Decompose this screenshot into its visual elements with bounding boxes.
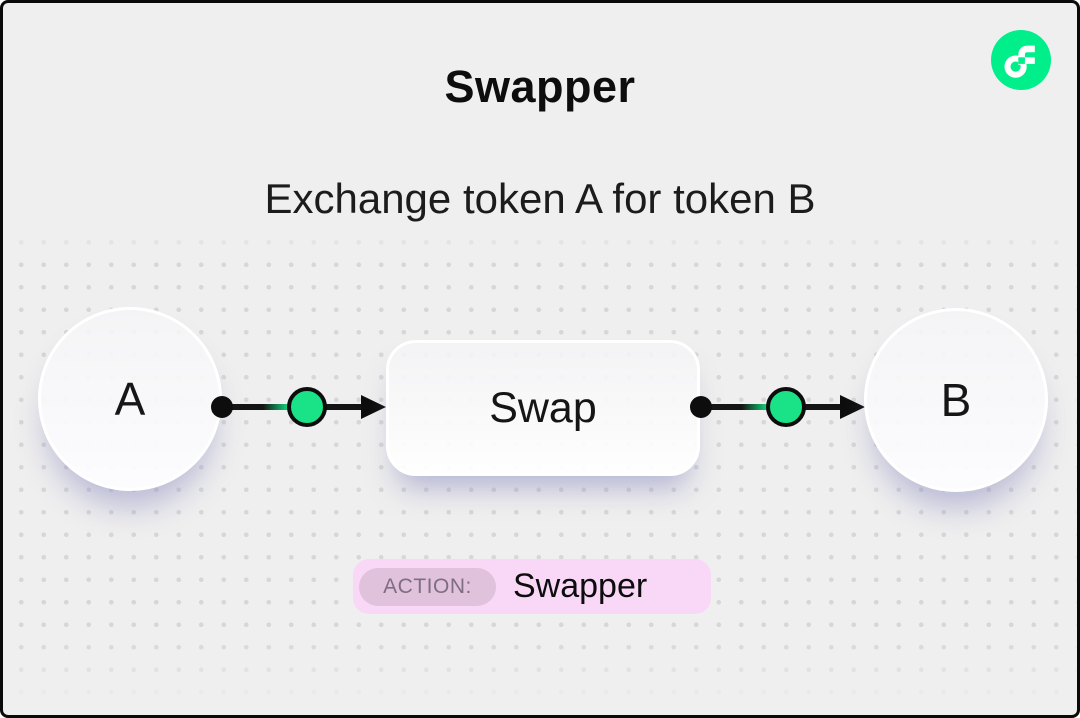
- arrowhead-icon: [361, 395, 386, 419]
- arrowhead-icon: [840, 395, 865, 419]
- connector-port-icon: [287, 387, 327, 427]
- connector-endpoint-dot: [690, 396, 712, 418]
- swap-node-label: Swap: [489, 383, 597, 432]
- token-a-label: A: [114, 373, 146, 425]
- page-subtitle: Exchange token A for token B: [264, 175, 816, 222]
- action-badge-value: Swapper: [513, 567, 648, 605]
- flow-logo-icon: [991, 30, 1051, 90]
- token-b-label: B: [940, 374, 972, 426]
- action-badge: ACTION: Swapper: [353, 559, 711, 614]
- page-title: Swapper: [444, 61, 636, 112]
- action-badge-label: ACTION:: [359, 567, 496, 606]
- token-a-node: A: [38, 307, 222, 491]
- swap-process-node: Swap: [386, 340, 700, 476]
- token-b-node: B: [864, 308, 1048, 492]
- connector-endpoint-dot: [211, 396, 233, 418]
- connector-port-icon: [766, 387, 806, 427]
